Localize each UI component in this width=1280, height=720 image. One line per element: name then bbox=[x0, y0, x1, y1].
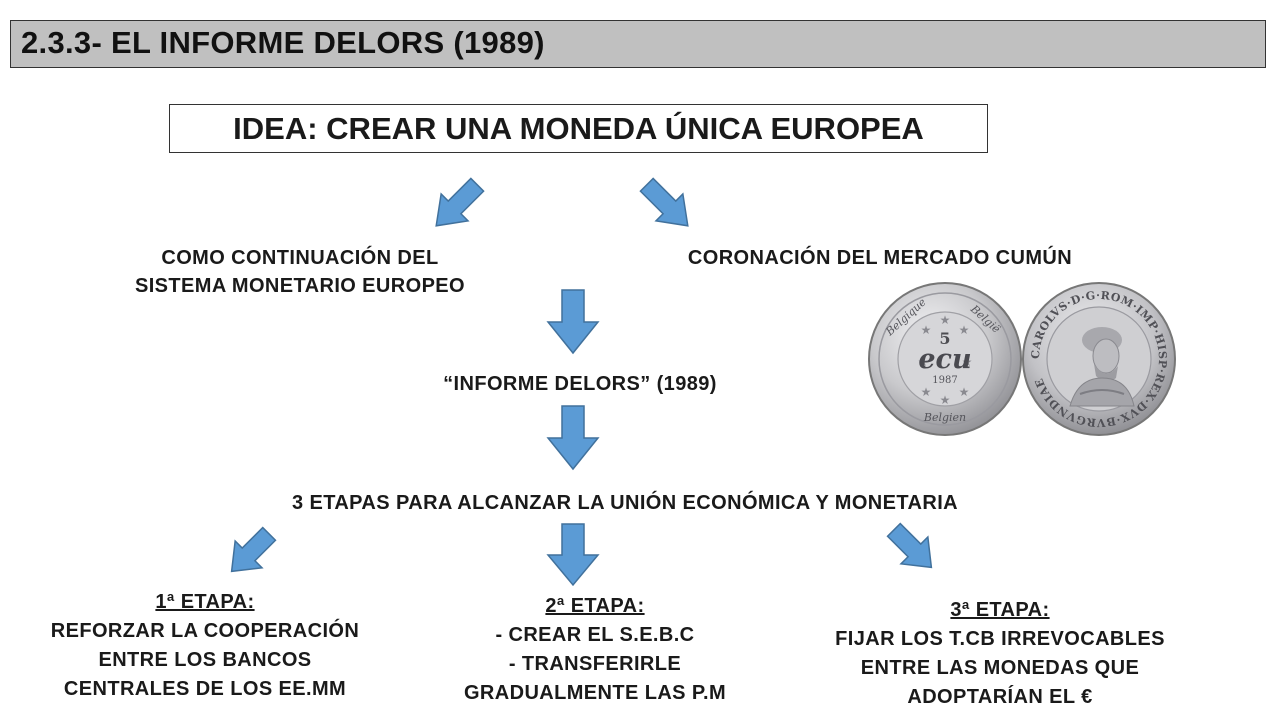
arrow-down-icon bbox=[546, 523, 600, 587]
stage-1-heading: 1ª ETAPA: bbox=[155, 591, 255, 613]
arrow-down-icon bbox=[546, 405, 600, 471]
arrow-down-icon bbox=[546, 289, 600, 355]
svg-text:★: ★ bbox=[959, 385, 970, 399]
stage-2-line-1: - CREAR EL S.E.B.C bbox=[495, 624, 695, 646]
branch-left-line-1: COMO CONTINUACIÓN DEL bbox=[161, 247, 439, 269]
branch-right-text: CORONACIÓN DEL MERCADO CUMÚN bbox=[687, 247, 1073, 269]
idea-box: IDEA: CREAR UNA MONEDA ÚNICA EUROPEA bbox=[169, 104, 988, 153]
ecu-coin-front: ★ ★ ★ ★ ★ ★ ★ ★ Belgique België 5 ecu 19… bbox=[868, 282, 1022, 436]
svg-text:★: ★ bbox=[918, 355, 929, 369]
stage-2-line-3: GRADUALMENTE LAS P.M bbox=[463, 682, 727, 704]
page-title: 2.3.3- EL INFORME DELORS (1989) bbox=[21, 25, 545, 60]
stage-1-block: 1ª ETAPA: REFORZAR LA COOPERACIÓN ENTRE … bbox=[0, 588, 410, 704]
stage-1-line-1: REFORZAR LA COOPERACIÓN bbox=[50, 620, 360, 642]
svg-text:★: ★ bbox=[921, 385, 932, 399]
ecu-coin-back: CAROLVS·D·G·ROM·IMP·HISP·REX·DVX·BVRGVND… bbox=[1022, 282, 1176, 436]
coin-bottom-text: Belgien bbox=[923, 411, 966, 424]
ecu-coins-image: ★ ★ ★ ★ ★ ★ ★ ★ Belgique België 5 ecu 19… bbox=[868, 282, 1176, 436]
etapas-heading: 3 ETAPAS PARA ALCANZAR LA UNIÓN ECONÓMIC… bbox=[291, 492, 959, 514]
stage-2-block: 2ª ETAPA: - CREAR EL S.E.B.C - TRANSFERI… bbox=[400, 592, 790, 708]
svg-text:★: ★ bbox=[940, 393, 951, 407]
arrow-down-right-icon bbox=[639, 177, 689, 227]
stage-1-line-3: CENTRALES DE LOS EE.MM bbox=[63, 678, 347, 700]
svg-text:★: ★ bbox=[959, 323, 970, 337]
svg-text:★: ★ bbox=[921, 323, 932, 337]
svg-text:★: ★ bbox=[940, 313, 951, 327]
coin-year-text: 1987 bbox=[932, 375, 957, 386]
stage-2-heading: 2ª ETAPA: bbox=[545, 595, 645, 617]
arrow-down-left-icon bbox=[230, 526, 277, 573]
branch-left-text: COMO CONTINUACIÓN DEL SISTEMA MONETARIO … bbox=[80, 244, 520, 300]
arrow-down-left-icon bbox=[435, 177, 485, 227]
title-bar: 2.3.3- EL INFORME DELORS (1989) bbox=[10, 20, 1266, 68]
informe-delors-label: “INFORME DELORS” (1989) bbox=[443, 373, 717, 395]
arrow-down-right-icon bbox=[886, 522, 933, 569]
stage-3-heading: 3ª ETAPA: bbox=[950, 599, 1050, 621]
coin-unit-text: ecu bbox=[918, 344, 971, 375]
stage-1-line-2: ENTRE LOS BANCOS bbox=[98, 649, 312, 671]
stage-2-line-2: - TRANSFERIRLE bbox=[508, 653, 682, 675]
stage-3-line-2: ENTRE LAS MONEDAS QUE bbox=[860, 657, 1140, 679]
stage-3-line-3: ADOPTARÍAN EL € bbox=[907, 686, 1093, 708]
stage-3-block: 3ª ETAPA: FIJAR LOS T.CB IRREVOCABLES EN… bbox=[770, 596, 1230, 712]
svg-text:★: ★ bbox=[962, 355, 973, 369]
portrait-bust-icon bbox=[1069, 327, 1135, 407]
coin-value-text: 5 bbox=[939, 329, 950, 348]
branch-left-line-2: SISTEMA MONETARIO EUROPEO bbox=[134, 275, 466, 297]
stage-3-line-1: FIJAR LOS T.CB IRREVOCABLES bbox=[835, 628, 1165, 650]
